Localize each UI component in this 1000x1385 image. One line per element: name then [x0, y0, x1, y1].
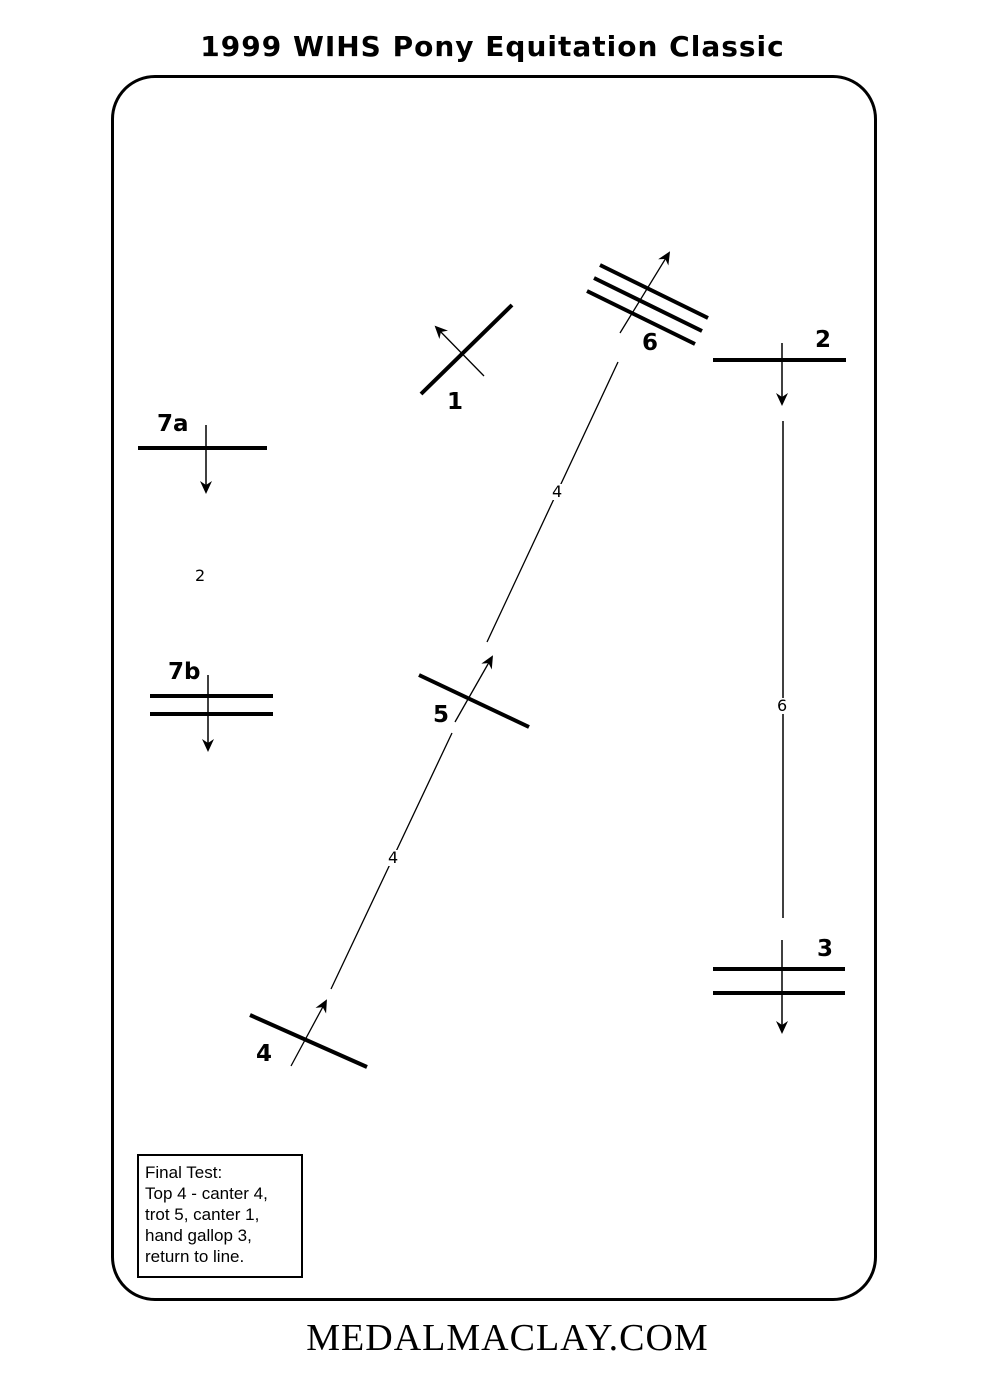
jump-label-3: 3	[817, 936, 834, 962]
jump-label-6: 6	[642, 330, 659, 356]
jump-label-4: 4	[256, 1041, 273, 1067]
final-test-line: return to line.	[145, 1247, 245, 1266]
fence-2	[713, 343, 846, 406]
final-test-line: Top 4 - canter 4,	[145, 1184, 268, 1203]
jump-label-7a: 7a	[157, 411, 189, 437]
arena-outline	[111, 75, 877, 1301]
stride-count-4-5: 4	[386, 848, 401, 867]
jump-label-2: 2	[815, 327, 832, 353]
jump-label-5: 5	[433, 702, 450, 728]
fence-4	[249, 999, 368, 1069]
jump-label-1: 1	[447, 389, 464, 415]
fence-3	[713, 940, 845, 1034]
page-title: 1999 WIHS Pony Equitation Classic	[200, 30, 785, 63]
jump-label-7b: 7b	[168, 659, 201, 685]
stride-count-2-3: 6	[775, 696, 790, 715]
track-5-6	[486, 361, 619, 643]
stride-count-5-6: 4	[550, 482, 565, 501]
fence-1	[419, 303, 514, 396]
final-test-line: hand gallop 3,	[145, 1226, 252, 1245]
final-test-box: Final Test: Top 4 - canter 4, trot 5, ca…	[137, 1154, 303, 1278]
site-footer: MEDALMACLAY.COM	[306, 1317, 709, 1359]
fence-6	[586, 251, 709, 346]
fence-7b	[150, 675, 273, 752]
final-test-heading: Final Test:	[145, 1163, 223, 1182]
fence-5	[418, 655, 530, 729]
stride-count-7a-7b: 2	[193, 566, 208, 585]
final-test-line: trot 5, canter 1,	[145, 1205, 260, 1224]
fence-7a	[138, 425, 267, 494]
